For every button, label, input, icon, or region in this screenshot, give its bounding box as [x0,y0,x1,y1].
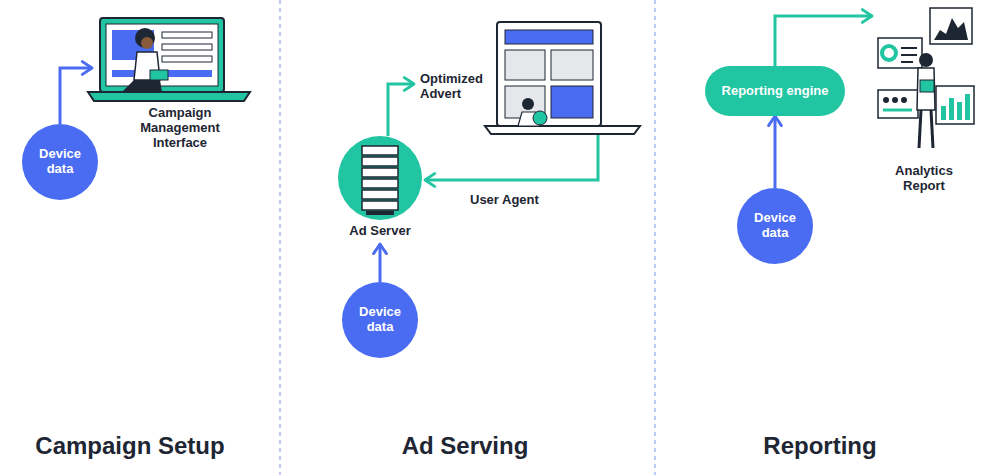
flow-label: User Agent [470,193,570,208]
data-circle: Device data [737,188,813,264]
analytics-illustration [878,8,974,148]
flow-arrow [388,84,414,136]
section-title: Ad Serving [402,432,529,460]
interface-figure: Campaign Management Interface [92,14,268,186]
laptop-illustration [485,22,640,134]
node-text: Analytics Report [884,164,964,194]
flow-arrow [379,244,382,282]
node-text: Device data [745,211,805,241]
node-text: Device data [30,147,90,177]
node-text: Campaign Management Interface [128,106,232,151]
flow-arrow [774,116,777,188]
report-figure: Analytics Report [872,8,976,198]
flow-label: Optimized Advert [420,72,496,102]
engine-box: Reporting engine [705,66,845,116]
laptop-illustration [88,18,250,101]
node-text: Reporting engine [720,84,830,99]
flow-arrow [60,68,92,124]
divider [655,0,656,475]
flow-arrow [775,16,872,66]
divider [280,0,281,475]
data-circle: Device data [22,124,98,200]
section-title: Campaign Setup [35,432,224,460]
node-text: Device data [350,305,410,335]
node-text: Ad Server [335,224,425,239]
flow-arrow [425,134,598,180]
section-title: Reporting [763,432,876,460]
server-icon [338,136,422,220]
server-node: Ad Server [335,134,425,244]
data-circle: Device data [342,282,418,358]
